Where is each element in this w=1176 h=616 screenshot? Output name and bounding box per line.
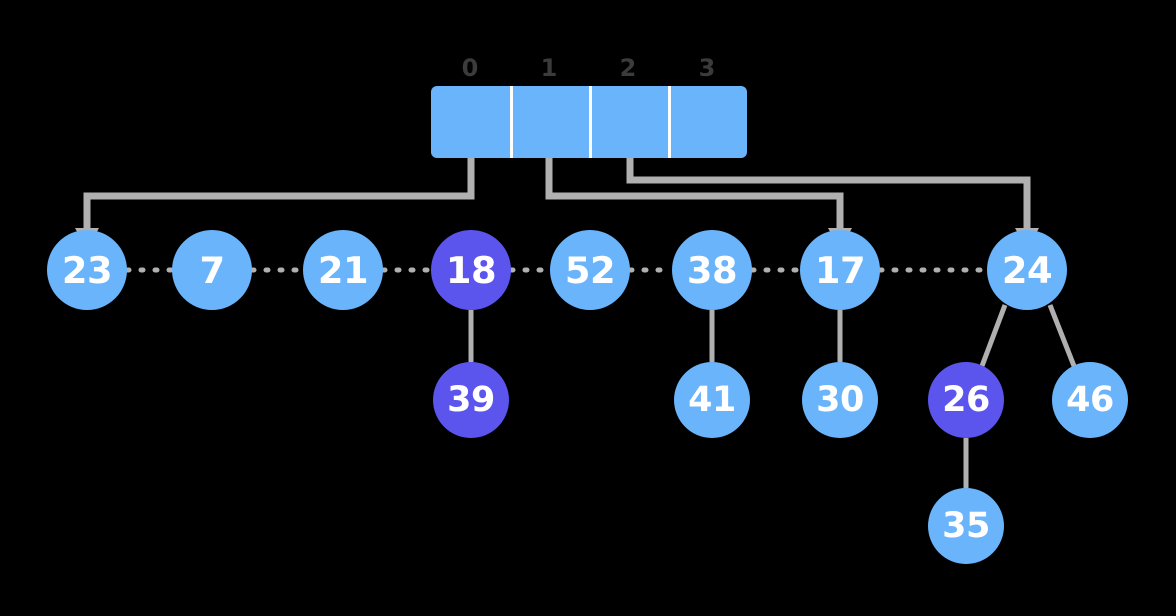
chain-node-52[interactable]: 52 (550, 230, 630, 310)
bucket-cell-0[interactable] (431, 86, 510, 158)
child-node-26[interactable]: 26 (928, 362, 1004, 438)
tree-edges-group (468, 304, 1077, 488)
bucket-cell-2[interactable] (589, 86, 668, 158)
chain-node-17[interactable]: 17 (800, 230, 880, 310)
child-node-46[interactable]: 46 (1052, 362, 1128, 438)
bucket-index-label-2: 2 (619, 54, 637, 82)
bucket-cell-3[interactable] (668, 86, 747, 158)
tree-edge-24-to-46 (1047, 304, 1077, 367)
child-node-39[interactable]: 39 (433, 362, 509, 438)
bucket-connector-0 (83, 158, 475, 228)
bucket-index-label-0: 0 (461, 54, 479, 82)
chain-node-38[interactable]: 38 (672, 230, 752, 310)
chain-node-24[interactable]: 24 (987, 230, 1067, 310)
bucket-index-label-3: 3 (698, 54, 716, 82)
child-node-30[interactable]: 30 (802, 362, 878, 438)
child-node-35[interactable]: 35 (928, 488, 1004, 564)
child-node-41[interactable]: 41 (674, 362, 750, 438)
chain-node-18[interactable]: 18 (431, 230, 511, 310)
bucket-connector-2 (626, 158, 1031, 228)
chain-node-21[interactable]: 21 (303, 230, 383, 310)
bucket-cell-1[interactable] (510, 86, 589, 158)
bucket-index-label-1: 1 (540, 54, 558, 82)
chain-node-23[interactable]: 23 (47, 230, 127, 310)
tree-edge-24-to-26 (979, 304, 1008, 367)
bucket-connector-1 (545, 158, 844, 228)
chain-node-7[interactable]: 7 (172, 230, 252, 310)
